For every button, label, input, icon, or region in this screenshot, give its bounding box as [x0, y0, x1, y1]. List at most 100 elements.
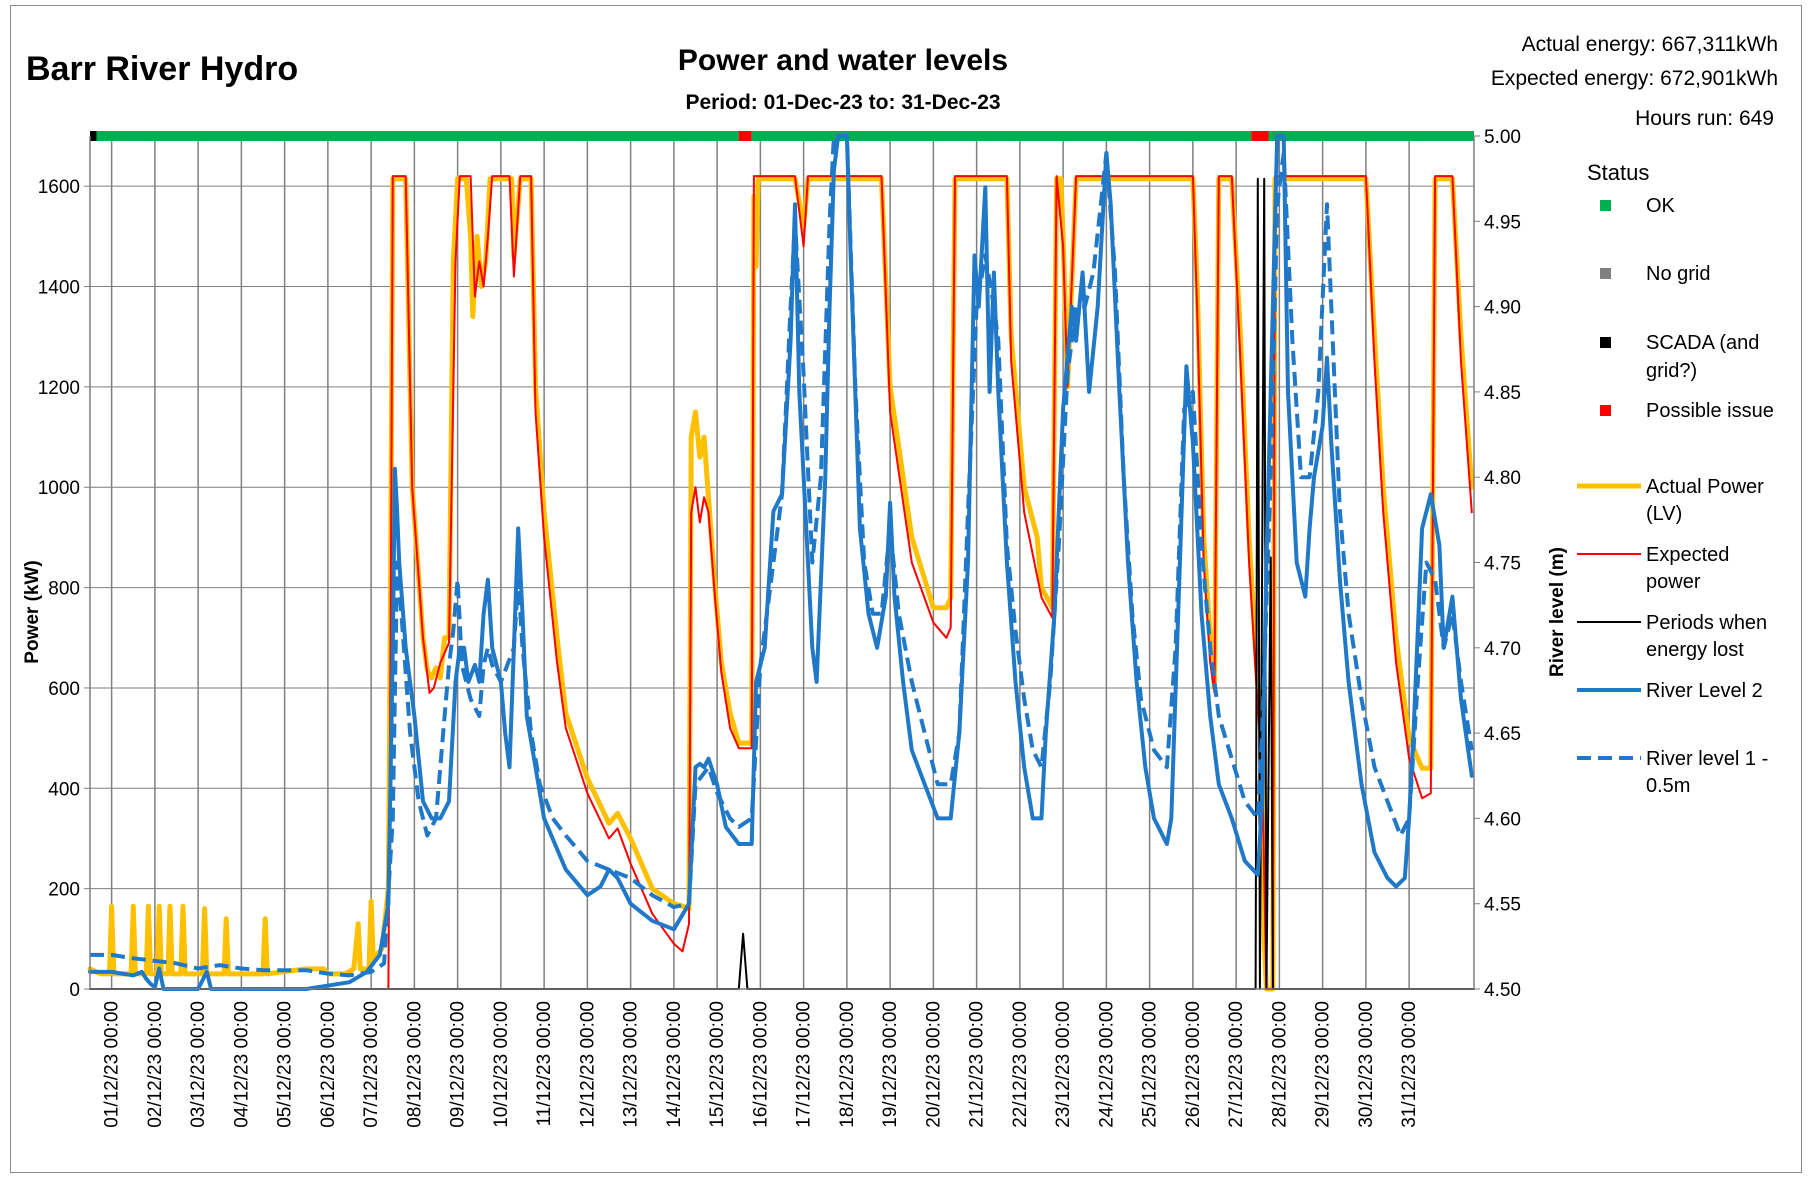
legend-label-line: power [1646, 571, 1701, 593]
x-tick-label: 01/12/23 00:00 [102, 1001, 123, 1128]
status-swatch [1600, 337, 1611, 348]
y-tick-label: 1400 [38, 278, 80, 299]
x-tick-label: 28/12/23 00:00 [1269, 1001, 1290, 1128]
x-tick-label: 13/12/23 00:00 [621, 1001, 642, 1128]
x-tick-label: 17/12/23 00:00 [794, 1001, 815, 1128]
y2-tick-label: 4.85 [1484, 383, 1521, 404]
legend-label: Periods when energy lost [1646, 612, 1767, 661]
y-tick-label: 1200 [38, 378, 80, 399]
legend-label-line: River level 1 - [1646, 748, 1768, 770]
status-label-line: grid?) [1646, 360, 1697, 382]
legend-label-line: energy lost [1646, 639, 1744, 661]
x-tick-label: 31/12/23 00:00 [1399, 1001, 1420, 1128]
x-tick-label: 05/12/23 00:00 [275, 1001, 296, 1128]
y-tick-label: 1600 [38, 177, 80, 198]
y-tick-label: 600 [48, 679, 80, 700]
x-tick-label: 04/12/23 00:00 [231, 1001, 252, 1128]
site-name: Barr River Hydro [26, 50, 298, 88]
gridlines [90, 136, 1474, 990]
x-tick-label: 27/12/23 00:00 [1226, 1001, 1247, 1128]
series-line-periods-when-energy-lost [89, 177, 1475, 990]
chart-period: Period: 01-Dec-23 to: 31-Dec-23 [685, 91, 1000, 114]
legend-label-line: 0.5m [1646, 775, 1690, 797]
x-tick-label: 02/12/23 00:00 [145, 1001, 166, 1128]
status-segment [90, 131, 97, 141]
chart-frame [10, 5, 1802, 1173]
status-label-line: SCADA (and [1646, 332, 1759, 354]
x-tick-label: 06/12/23 00:00 [318, 1001, 339, 1128]
x-tick-label: 25/12/23 00:00 [1140, 1001, 1161, 1128]
x-tick-label: 21/12/23 00:00 [967, 1001, 988, 1128]
legend-label: River level 1 - 0.5m [1646, 748, 1768, 797]
y2-tick-label: 4.70 [1484, 639, 1521, 660]
y-tick-label: 1000 [38, 478, 80, 499]
x-tick-label: 15/12/23 00:00 [707, 1001, 728, 1128]
x-tick-label: 30/12/23 00:00 [1356, 1001, 1377, 1128]
status-swatch [1600, 405, 1611, 416]
status-segment [1251, 131, 1269, 141]
y2-tick-label: 4.50 [1484, 980, 1521, 1001]
status-swatch [1600, 200, 1611, 211]
x-tick-label: 18/12/23 00:00 [837, 1001, 858, 1128]
status-label-line: Possible issue [1646, 400, 1774, 422]
y-tick-label: 0 [69, 980, 80, 1001]
status-segment [751, 131, 1252, 141]
axes: 01/12/23 00:00 02/12/23 00:00 03/12/23 00:… [38, 127, 1521, 1128]
status-label: SCADA (and grid?) [1646, 332, 1759, 382]
x-tick-label: 12/12/23 00:00 [577, 1001, 598, 1128]
x-tick-label: 16/12/23 00:00 [750, 1001, 771, 1128]
x-tick-label: 03/12/23 00:00 [188, 1001, 209, 1128]
x-tick-label: 08/12/23 00:00 [404, 1001, 425, 1128]
status-label: No grid [1646, 263, 1710, 285]
y2-tick-label: 4.90 [1484, 298, 1521, 319]
status-segment [96, 131, 739, 141]
x-tick-label: 11/12/23 00:00 [534, 1001, 555, 1126]
y2-tick-label: 4.65 [1484, 724, 1521, 745]
legend-label-line: (LV) [1646, 503, 1682, 525]
series-line-river-level-2 [88, 134, 1474, 991]
legend-label-line: Periods when [1646, 612, 1767, 634]
series-line-river-level-1-0-5m [90, 134, 1474, 978]
x-tick-label: 20/12/23 00:00 [923, 1001, 944, 1128]
x-tick-label: 26/12/23 00:00 [1183, 1001, 1204, 1128]
status-label: Possible issue [1646, 400, 1774, 422]
y-tick-label: 200 [48, 880, 80, 901]
x-tick-label: 23/12/23 00:00 [1053, 1001, 1074, 1128]
y2-tick-label: 4.55 [1484, 895, 1521, 916]
y2-tick-label: 4.95 [1484, 212, 1521, 233]
legend-label-line: Expected [1646, 544, 1729, 566]
expected-energy: Expected energy: 672,901kWh [1491, 67, 1778, 90]
legend-label-line: River Level 2 [1646, 680, 1763, 702]
legend-label: Expected power [1646, 544, 1729, 593]
y2-tick-label: 4.80 [1484, 468, 1521, 489]
status-segment [738, 131, 752, 141]
x-tick-label: 10/12/23 00:00 [491, 1001, 512, 1128]
series-lines [87, 134, 1475, 992]
y2-tick-label: 5.00 [1484, 127, 1521, 148]
x-tick-label: 22/12/23 00:00 [1010, 1001, 1031, 1128]
y-tick-label: 400 [48, 779, 80, 800]
x-tick-label: 24/12/23 00:00 [1096, 1001, 1117, 1128]
chart-title: Power and water levels [678, 44, 1008, 77]
y-axis-title: Power (kW) [22, 560, 43, 663]
x-tick-label: 29/12/23 00:00 [1313, 1001, 1334, 1128]
actual-energy: Actual energy: 667,311kWh [1522, 33, 1778, 56]
hours-run: Hours run: 649 [1635, 107, 1774, 130]
status-legend-title: Status [1587, 160, 1649, 185]
x-tick-label: 14/12/23 00:00 [664, 1001, 685, 1128]
x-tick-label: 19/12/23 00:00 [880, 1001, 901, 1128]
y2-axis-title: River level (m) [1547, 547, 1568, 677]
legend-label-line: Actual Power [1646, 476, 1764, 498]
status-swatch [1600, 268, 1611, 279]
status-segment [1268, 131, 1474, 141]
y2-tick-label: 4.75 [1484, 554, 1521, 575]
legend-label: River Level 2 [1646, 680, 1763, 702]
status-label: OK [1646, 195, 1676, 217]
legend-label: Actual Power (LV) [1646, 476, 1764, 525]
x-tick-label: 07/12/23 00:00 [361, 1001, 382, 1128]
status-bar [90, 131, 1474, 141]
